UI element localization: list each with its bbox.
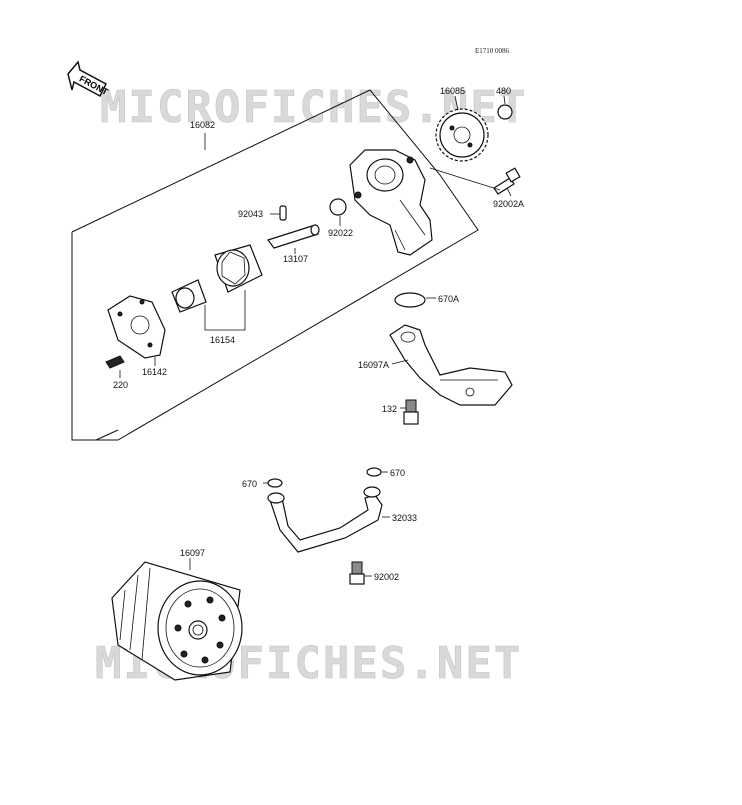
shaft-13107	[267, 224, 320, 249]
label-92022: 92022	[328, 228, 353, 238]
oring-670-left	[267, 478, 283, 488]
label-16142: 16142	[142, 367, 167, 377]
label-132: 132	[382, 404, 397, 414]
label-670-left: 670	[242, 479, 257, 489]
label-92002a: 92002A	[493, 199, 524, 209]
bolt-92002	[349, 561, 365, 585]
label-92002: 92002	[374, 572, 399, 582]
oil-pipe-32033	[267, 486, 383, 553]
rotor-bracket	[204, 290, 246, 331]
pin-92043	[279, 205, 287, 221]
label-480: 480	[496, 86, 511, 96]
strainer-16097a	[389, 324, 513, 406]
outer-rotor	[214, 244, 263, 293]
oil-filter-16097	[111, 561, 243, 681]
label-16154: 16154	[210, 335, 235, 345]
label-670-right: 670	[390, 468, 405, 478]
front-arrow-icon: FRONT	[67, 60, 110, 97]
label-16097a: 16097A	[358, 360, 389, 370]
assembly-outline	[71, 89, 479, 441]
oil-pump-body	[349, 149, 433, 256]
label-16097: 16097	[180, 548, 205, 558]
pump-cover-16142	[107, 295, 166, 359]
oring-670-right	[366, 467, 382, 477]
screw-220	[105, 355, 125, 369]
ring-92022	[329, 198, 347, 216]
label-32033: 32033	[392, 513, 417, 523]
oring-670a	[394, 292, 426, 308]
label-92043: 92043	[238, 209, 263, 219]
reference-code: E1710 0086	[475, 47, 510, 55]
label-16082: 16082	[190, 120, 215, 130]
bolt-132	[403, 399, 419, 425]
label-16085: 16085	[440, 86, 465, 96]
inner-rotor	[171, 279, 207, 313]
bolt-92002a	[493, 167, 521, 195]
label-220: 220	[113, 380, 128, 390]
sprocket-16085	[435, 108, 489, 162]
washer-480	[497, 104, 513, 120]
watermark-top: MICROFICHES.NET	[100, 82, 527, 133]
label-13107: 13107	[283, 254, 308, 264]
label-670a: 670A	[438, 294, 459, 304]
